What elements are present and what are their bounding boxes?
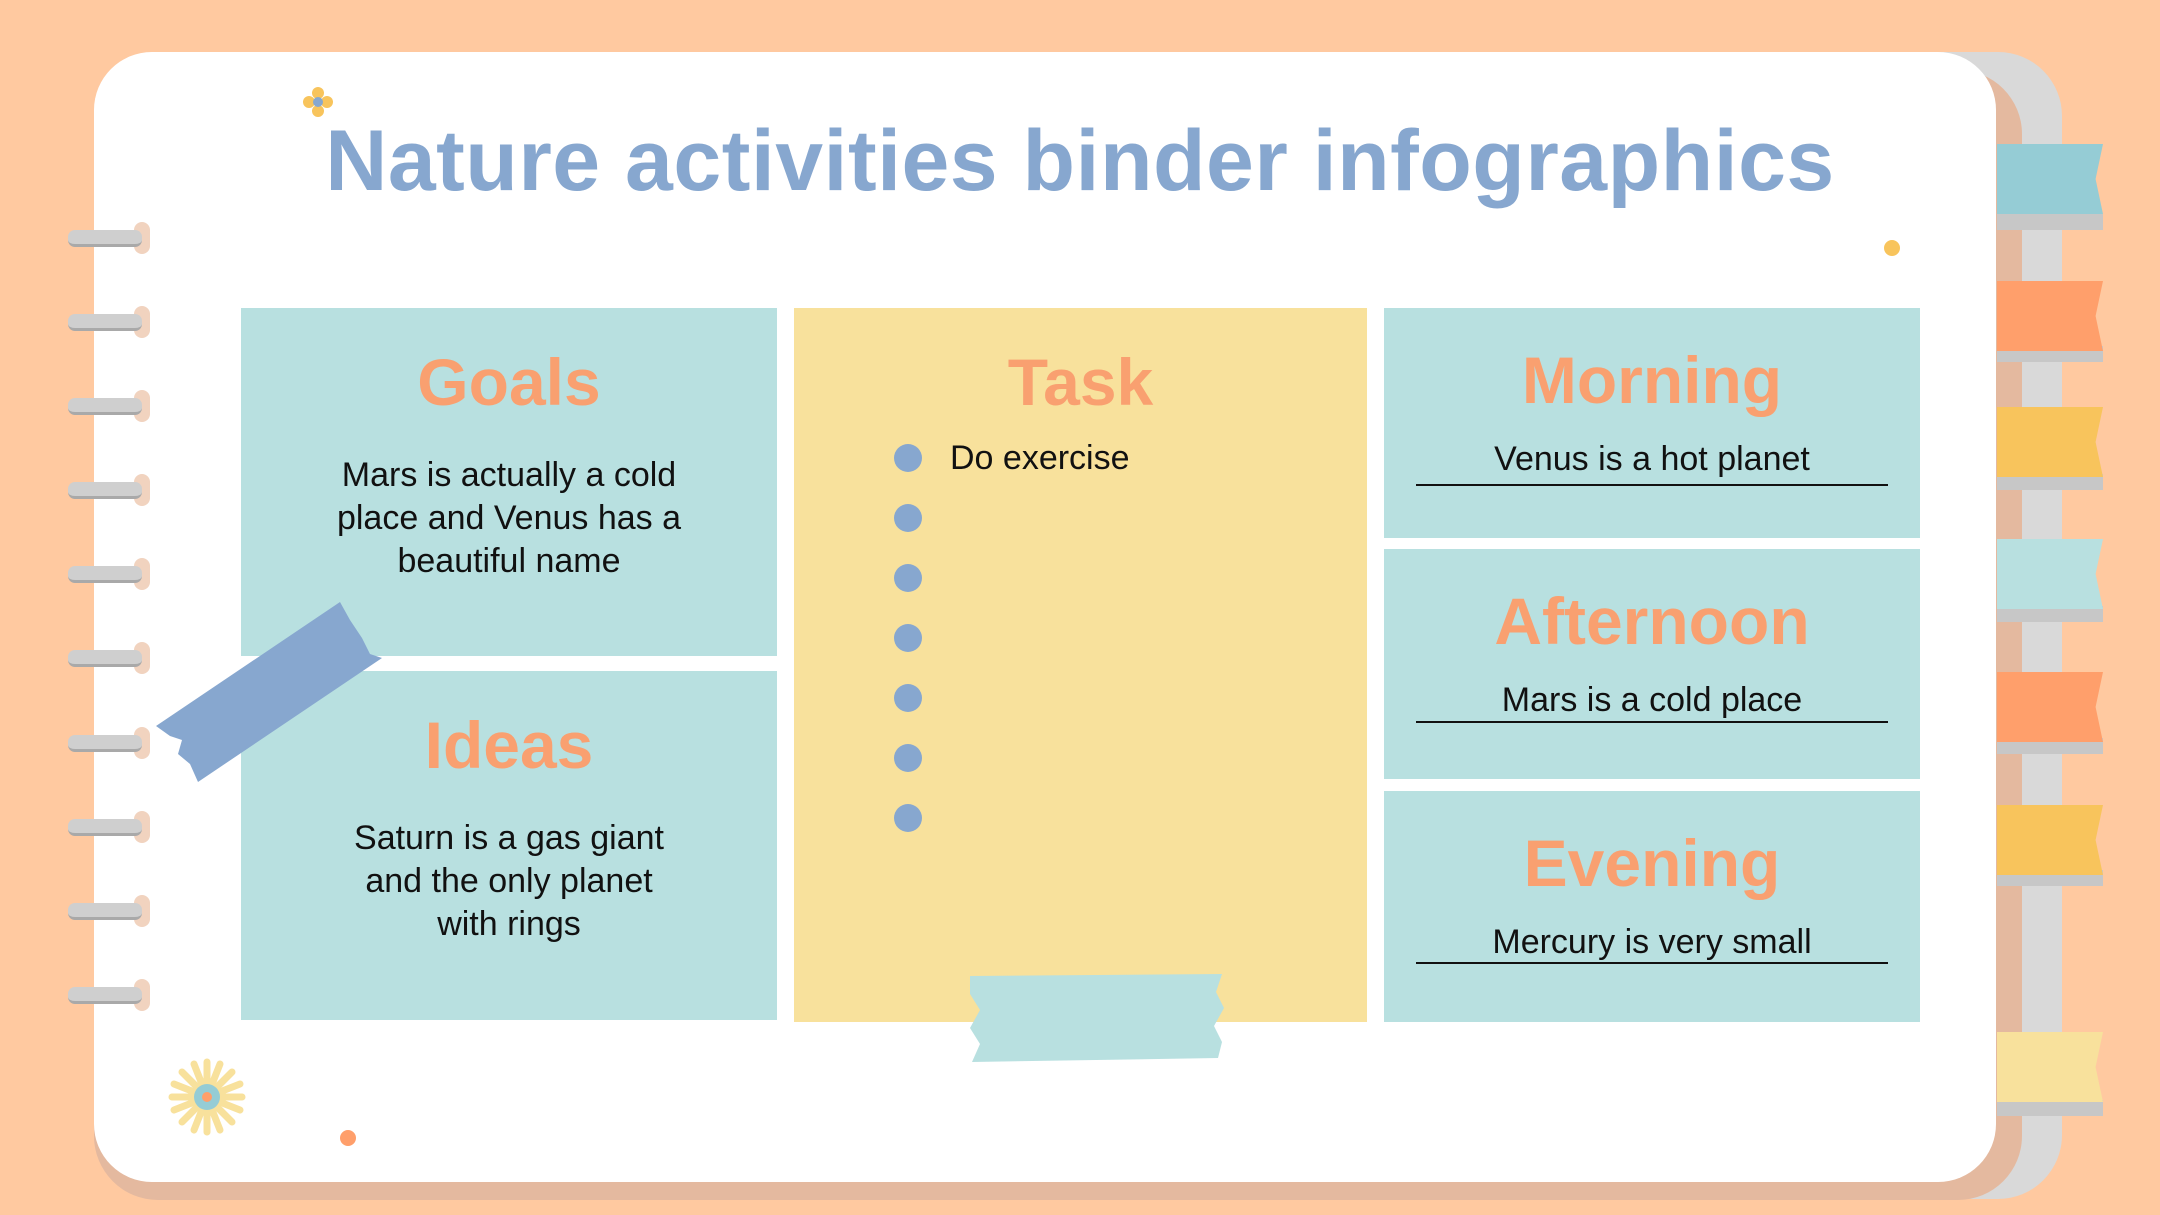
binder-ring-icon bbox=[68, 987, 142, 1004]
binder-ring-icon bbox=[68, 482, 142, 499]
washi-tape-icon bbox=[156, 602, 382, 782]
task-heading: Task bbox=[1007, 345, 1154, 419]
binder-ring-icon bbox=[68, 230, 142, 247]
tab-shadow bbox=[1997, 214, 2103, 230]
index-tab-orange-2[interactable] bbox=[1997, 672, 2103, 742]
afternoon-underline bbox=[1416, 721, 1888, 723]
tab-shadow bbox=[1997, 474, 2103, 490]
ideas-text: Saturn is a gas giant and the only plane… bbox=[354, 819, 664, 943]
bullet bbox=[894, 744, 922, 772]
morning-heading: Morning bbox=[1521, 343, 1783, 417]
binder-ring-icon bbox=[68, 735, 142, 752]
morning-card: Morning Venus is a hot planet bbox=[1384, 308, 1920, 538]
bullet bbox=[894, 684, 922, 712]
page-title: Nature activities binder infographics bbox=[325, 113, 1835, 209]
ideas-heading: Ideas bbox=[424, 708, 594, 782]
binder-ring-icon bbox=[68, 398, 142, 415]
morning-text: Venus is a hot planet bbox=[1494, 440, 1810, 478]
evening-underline bbox=[1416, 962, 1888, 964]
binder-ring-icon bbox=[68, 903, 142, 920]
binder-ring-icon bbox=[68, 566, 142, 583]
washi-tape-icon bbox=[970, 974, 1224, 1062]
tab-shadow bbox=[1997, 606, 2103, 622]
task-card: Task Do exercise bbox=[794, 308, 1367, 1022]
index-tab-yellow-2[interactable] bbox=[1997, 805, 2103, 875]
index-tab-yellow[interactable] bbox=[1997, 407, 2103, 477]
tab-shadow bbox=[1997, 738, 2103, 754]
index-tab-orange[interactable] bbox=[1997, 281, 2103, 351]
goals-card: Goals Mars is actually a cold place and … bbox=[241, 308, 777, 656]
ideas-card: Ideas Saturn is a gas giant and the only… bbox=[241, 671, 777, 1020]
task-item[interactable]: Do exercise bbox=[950, 439, 1130, 477]
afternoon-card: Afternoon Mars is a cold place bbox=[1384, 549, 1920, 779]
binder-ring-icon bbox=[68, 314, 142, 331]
goals-text: Mars is actually a cold place and Venus … bbox=[336, 456, 682, 580]
decor-dot bbox=[340, 1130, 356, 1146]
bullet bbox=[894, 804, 922, 832]
afternoon-text: Mars is a cold place bbox=[1501, 681, 1803, 719]
bullet bbox=[894, 564, 922, 592]
flower-icon bbox=[303, 87, 333, 117]
decor-dot bbox=[1884, 240, 1900, 256]
tab-shadow bbox=[1997, 1100, 2103, 1116]
evening-heading: Evening bbox=[1523, 826, 1781, 900]
bullet bbox=[894, 504, 922, 532]
afternoon-heading: Afternoon bbox=[1494, 584, 1810, 658]
evening-text: Mercury is very small bbox=[1492, 923, 1812, 961]
binder-ring-icon bbox=[68, 819, 142, 836]
index-tab-blue[interactable] bbox=[1997, 144, 2103, 214]
evening-card: Evening Mercury is very small bbox=[1384, 791, 1920, 1022]
index-tab-teal[interactable] bbox=[1997, 539, 2103, 609]
bullet bbox=[894, 444, 922, 472]
morning-underline bbox=[1416, 484, 1888, 486]
bullet bbox=[894, 624, 922, 652]
sun-flower-icon bbox=[168, 1058, 246, 1136]
binder-ring-icon bbox=[68, 650, 142, 667]
goals-heading: Goals bbox=[417, 345, 601, 419]
index-tab-cream[interactable] bbox=[1997, 1032, 2103, 1102]
